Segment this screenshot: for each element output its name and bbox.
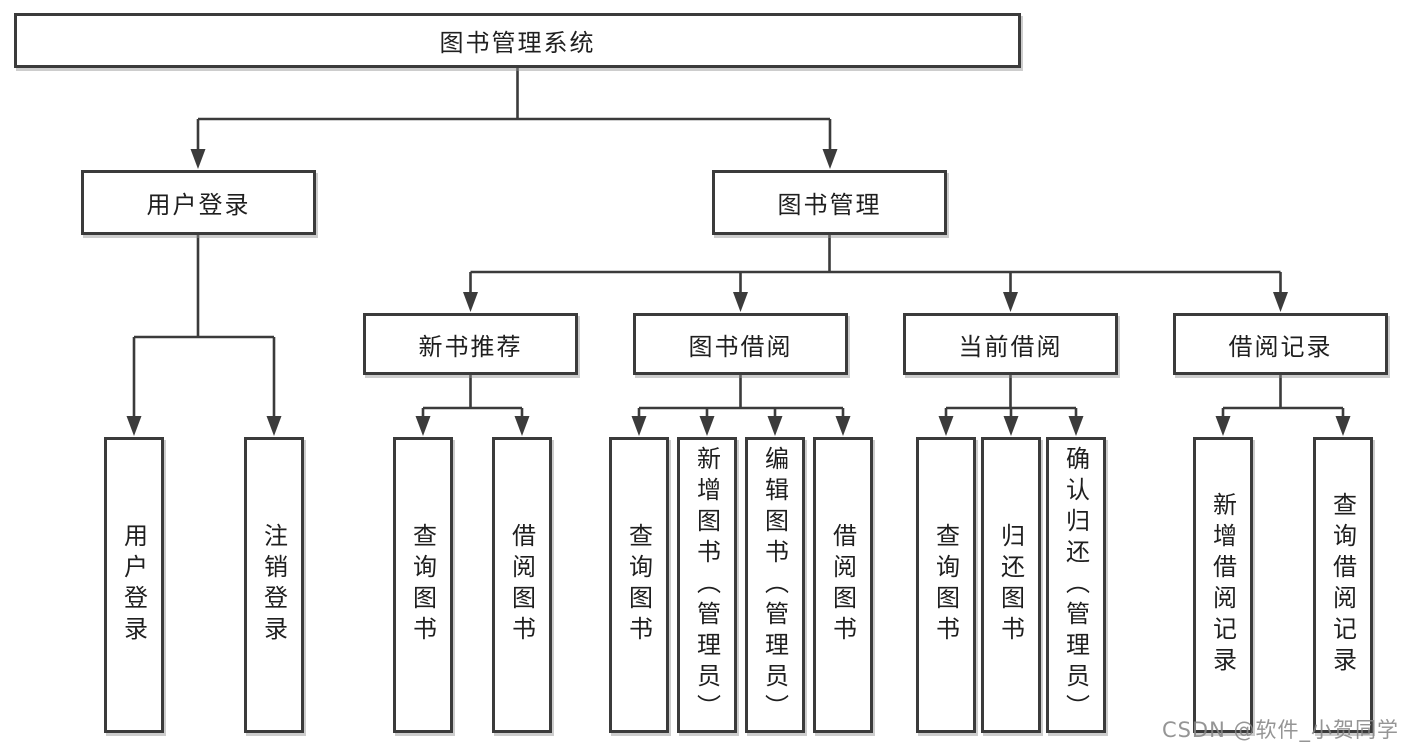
leaf-borrow-borrow-books: 借阅图书 [813, 437, 873, 733]
leaf-borrow-add-book-admin: 新增图书（管理员） [677, 437, 737, 733]
leaf-current-confirm-return-admin: 确认归还（管理员） [1046, 437, 1106, 733]
leaf-newbook-query-books: 查询图书 [393, 437, 453, 733]
leaf-borrow-query-books: 查询图书 [609, 437, 669, 733]
node-user-login: 用户登录 [81, 170, 316, 235]
connector-root-to-level2 [190, 68, 838, 169]
node-borrow-records: 借阅记录 [1173, 313, 1388, 375]
connector-book-borrow-to-leaves [631, 375, 851, 436]
node-book-management: 图书管理 [712, 170, 947, 235]
leaf-current-return-books: 归还图书 [981, 437, 1041, 733]
leaf-borrow-edit-book-admin: 编辑图书（管理员） [745, 437, 805, 733]
node-current-borrow: 当前借阅 [903, 313, 1118, 375]
connector-borrow-records-to-leaves [1215, 375, 1351, 436]
leaf-records-add-borrow-record: 新增借阅记录 [1193, 437, 1253, 733]
leaf-logout-login: 注销登录 [244, 437, 304, 733]
leaf-newbook-borrow-books: 借阅图书 [492, 437, 552, 733]
connector-new-book-to-leaves [415, 375, 530, 436]
leaf-current-query-books: 查询图书 [916, 437, 976, 733]
csdn-watermark: CSDN @软件_小贺同学 [1161, 718, 1399, 742]
leaf-user-login: 用户登录 [104, 437, 164, 733]
leaf-records-query-borrow-record: 查询借阅记录 [1313, 437, 1373, 733]
connector-user-login-to-leaves [126, 235, 282, 436]
connector-book-management-to-level3 [463, 235, 1288, 312]
connector-current-borrow-to-leaves [938, 375, 1084, 436]
node-root-library-system: 图书管理系统 [14, 13, 1021, 68]
node-new-book-recommend: 新书推荐 [363, 313, 578, 375]
node-book-borrow: 图书借阅 [633, 313, 848, 375]
